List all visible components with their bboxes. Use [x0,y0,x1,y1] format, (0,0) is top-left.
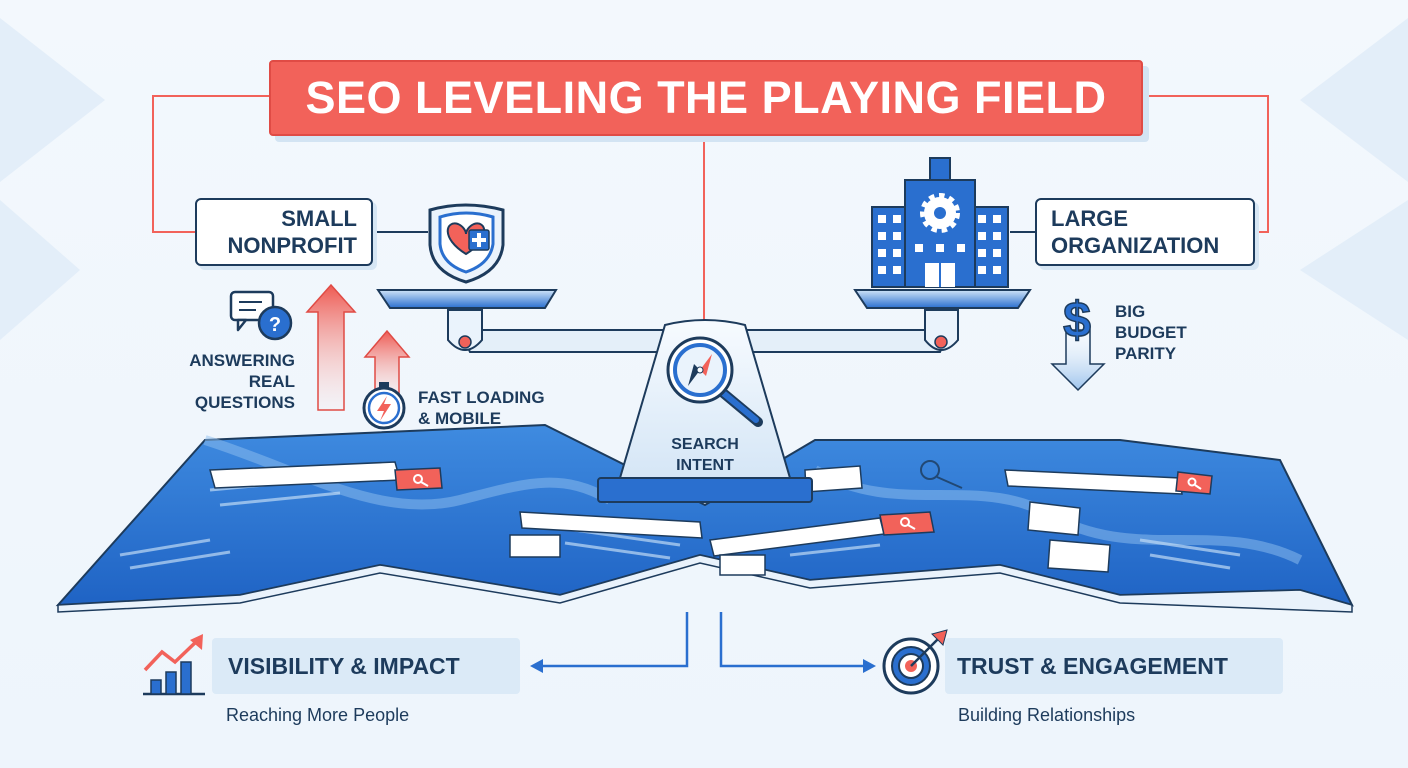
background-decoration [0,18,1408,340]
fast-loading-line-1: FAST LOADING [418,388,545,407]
small-nonprofit-line-1: SMALL [281,206,357,231]
search-intent-line-2: INTENT [676,457,734,474]
answering-line-3: QUESTIONS [194,393,295,412]
connector-arrowheads [530,659,876,673]
visibility-impact-title: VISIBILITY & IMPACT [228,652,460,679]
dollar-down-arrow-icon: $ [1050,291,1106,392]
stopwatch-lightning-icon [362,382,406,430]
big-budget-line-1: BIG [1115,302,1146,321]
visibility-impact-subtitle: Reaching More People [226,705,410,725]
big-budget-parity-note: BIG BUDGET PARITY [1115,301,1225,364]
svg-text:$: $ [1063,292,1091,348]
small-nonprofit-label: SMALL NONPROFIT [195,198,373,266]
office-building-gear-icon [871,157,1009,288]
page-title-text: SEO LEVELING THE PLAYING FIELD [305,72,1107,123]
shield-heart-icon [428,203,505,284]
answering-line-1: ANSWERING [189,351,295,370]
trust-engagement-subtitle: Building Relationships [958,705,1136,725]
fast-loading-line-2: & MOBILE [418,409,502,428]
big-budget-line-3: PARITY [1115,344,1177,363]
target-arrow-icon [882,629,948,695]
answering-real-questions-note: ANSWERING REAL QUESTIONS [150,350,295,413]
trust-engagement-pill: TRUST & ENGAGEMENT [945,638,1283,694]
search-intent-label: SEARCH INTENT [640,434,770,476]
page-title: SEO LEVELING THE PLAYING FIELD [269,60,1143,136]
svg-text:?: ? [269,314,281,336]
folded-map [55,423,1354,613]
growth-up-arrow-small [363,329,411,401]
big-budget-line-2: BUDGET [1115,323,1187,342]
title-connectors [152,95,1269,320]
growth-up-arrow-large [305,283,357,411]
search-intent-line-1: SEARCH [671,436,739,453]
large-organization-line-2: ORGANIZATION [1051,233,1220,258]
large-organization-line-1: LARGE [1051,206,1128,231]
answering-line-2: REAL [248,372,295,391]
large-organization-label: LARGE ORGANIZATION [1035,198,1255,266]
chat-question-icon: ? [229,290,293,341]
visibility-impact-pill: VISIBILITY & IMPACT [212,638,520,694]
growth-chart-icon [143,634,205,696]
small-nonprofit-line-2: NONPROFIT [227,233,357,258]
outcome-connectors [540,612,866,668]
fast-loading-note: FAST LOADING & MOBILE [418,387,578,429]
trust-engagement-title: TRUST & ENGAGEMENT [957,652,1228,679]
compass-magnifier-icon [666,336,763,427]
